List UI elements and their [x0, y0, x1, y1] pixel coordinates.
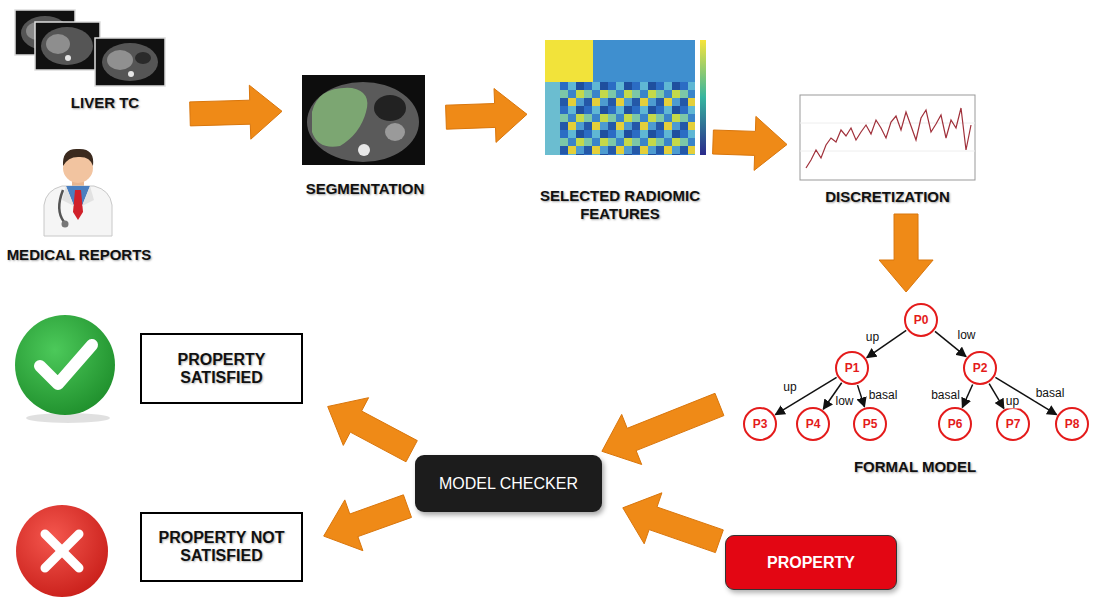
flow-arrow: [713, 116, 787, 170]
flow-arrow: [879, 214, 933, 292]
time-series-chart: [800, 95, 975, 180]
flow-arrow: [324, 495, 412, 551]
state-label: P3: [753, 417, 768, 431]
state-label: P0: [914, 313, 929, 327]
image-caption: SELECTED RADIOMIC FEATURES: [535, 40, 705, 225]
flow-arrow: [602, 393, 724, 464]
box-text: PROPERTY SATISFIED: [152, 351, 291, 387]
state-label: P8: [1065, 417, 1080, 431]
box-text: PROPERTY NOT SATISFIED: [152, 529, 291, 565]
flow-arrow: [190, 85, 282, 139]
state-label: P6: [948, 417, 963, 431]
caption-text: DISCRETIZATION: [825, 188, 950, 206]
correlation-heatmap: [545, 40, 706, 155]
transition-label: basal: [868, 389, 899, 402]
caption-text: LIVER TC: [71, 94, 139, 112]
caption-text: MEDICAL REPORTS: [7, 246, 152, 264]
state-label: P1: [845, 361, 860, 375]
state-label: P5: [863, 417, 878, 431]
image-caption: DISCRETIZATION: [795, 93, 980, 208]
transition-label: up: [865, 331, 880, 344]
state-circle: P0: [904, 303, 938, 337]
transition-label: basal: [1035, 387, 1066, 400]
state-circle: P2: [963, 351, 997, 385]
transition-label: up: [1005, 395, 1020, 408]
transition-arrow: [989, 384, 1004, 409]
segmentation-image: [302, 75, 425, 165]
state-circle: P3: [743, 407, 777, 441]
check-icon: [15, 315, 115, 423]
result-box: PROPERTY NOT SATISFIED: [140, 512, 303, 582]
state-label: P7: [1006, 417, 1021, 431]
checker-box: MODEL CHECKER: [415, 455, 602, 512]
image-caption: MEDICAL REPORTS: [4, 138, 154, 266]
caption-text: FORMAL MODEL: [854, 458, 976, 476]
caption-text: SELECTED RADIOMIC FEATURES: [535, 187, 705, 223]
flow-arrow: [328, 398, 418, 462]
box-text: MODEL CHECKER: [439, 475, 578, 493]
transition-arrow: [858, 385, 865, 407]
state-circle: P5: [853, 407, 887, 441]
state-circle: P6: [938, 407, 972, 441]
state-circle: P1: [835, 351, 869, 385]
state-circle: P7: [996, 407, 1030, 441]
flow-arrow: [446, 89, 527, 143]
ct-slices: [15, 10, 165, 86]
image-caption: LIVER TC: [25, 8, 185, 114]
transition-label: up: [782, 381, 797, 394]
state-circle: P4: [796, 407, 830, 441]
caption-text: SEGMENTATION: [306, 180, 425, 198]
transition-label: basal: [930, 389, 961, 402]
image-caption: SEGMENTATION: [290, 73, 440, 200]
transition-arrow: [962, 384, 972, 407]
property-box: PROPERTY: [725, 535, 897, 590]
box-text: PROPERTY: [767, 554, 855, 572]
transition-label: low: [956, 329, 976, 342]
cross-icon: [16, 505, 108, 597]
state-label: P2: [973, 361, 988, 375]
state-label: P4: [806, 417, 821, 431]
flow-arrow: [623, 493, 724, 553]
state-circle: P8: [1055, 407, 1089, 441]
doctor-icon: [44, 149, 112, 236]
result-box: PROPERTY SATISFIED: [140, 333, 303, 404]
transition-label: low: [834, 395, 854, 408]
